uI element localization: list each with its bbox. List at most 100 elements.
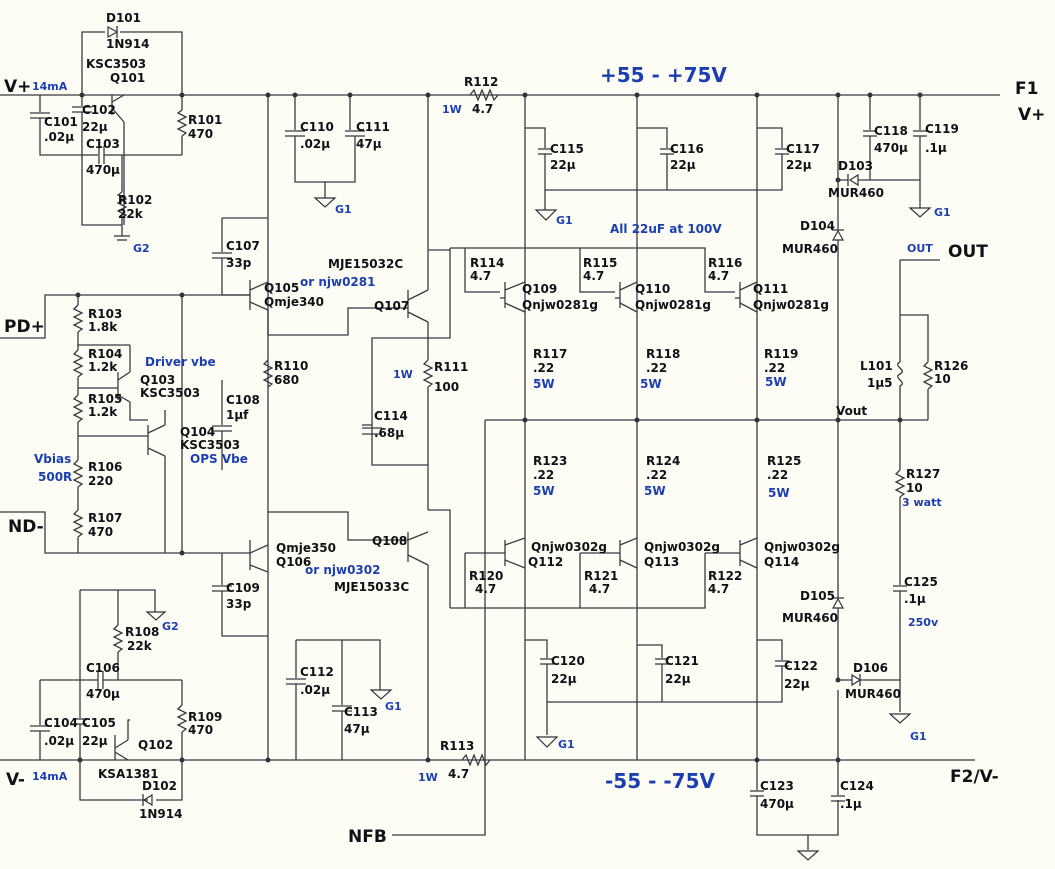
d106-ref: D106 — [853, 661, 888, 675]
neg-voltage-label: -55 - -75V — [605, 769, 715, 793]
r125-value: .22 — [767, 468, 788, 482]
r103-value: 1.8k — [88, 320, 118, 334]
ground-g1-label: G1 — [934, 206, 951, 219]
vbias-note: Vbias — [34, 452, 71, 466]
l101-ref: L101 — [860, 359, 893, 373]
d105-value: MUR460 — [782, 611, 838, 625]
r112-watt: 1W — [442, 103, 462, 116]
c107-value: 33p — [226, 256, 252, 270]
ops-vbe-note: OPS Vbe — [190, 452, 248, 466]
r117-wattage: 5W — [533, 377, 555, 391]
q112-value: Qnjw0302g — [531, 540, 607, 554]
r127-ref: R127 — [906, 467, 940, 481]
l101-value: 1µ5 — [867, 376, 893, 390]
ground-g2-label: G2 — [162, 620, 179, 633]
r116-value: 4.7 — [708, 269, 729, 283]
r124-wattage: 5W — [644, 484, 666, 498]
pos-rail-label: V+ — [4, 77, 31, 97]
q113-value: Qnjw0302g — [644, 540, 720, 554]
r119-value: .22 — [764, 361, 785, 375]
nfb-port: NFB — [348, 827, 387, 847]
nd-port: ND- — [8, 517, 44, 537]
r106-value: 220 — [88, 474, 113, 488]
c113-value: 47µ — [344, 722, 370, 736]
q102-value: KSA1381 — [98, 767, 159, 781]
lower-output-stage — [392, 350, 928, 836]
r110-ref: R110 — [274, 359, 308, 373]
r113-value: 4.7 — [448, 767, 469, 781]
c101-ref: C101 — [44, 115, 78, 129]
ground-g1-label: G1 — [910, 730, 927, 743]
d101-value: 1N914 — [106, 37, 149, 51]
r115-value: 4.7 — [583, 269, 604, 283]
out-port: OUT — [948, 242, 988, 262]
r121-ref: R121 — [584, 569, 618, 583]
c101-value: .02µ — [44, 130, 74, 144]
c114-value: .68µ — [374, 426, 404, 440]
r101-ref: R101 — [188, 113, 222, 127]
r119-ref: R119 — [764, 347, 798, 361]
q108-ref: Q108 — [372, 534, 407, 548]
neg-rail-label: V- — [6, 770, 25, 790]
q105-value: Qmje340 — [264, 295, 324, 309]
c103-ref: C103 — [86, 137, 120, 151]
q114-value: Qnjw0302g — [764, 540, 840, 554]
q108-value: MJE15033C — [334, 580, 409, 594]
r114-ref: R114 — [470, 256, 504, 270]
c110-c111 — [285, 95, 365, 208]
d101-ref: D101 — [106, 11, 141, 25]
r117-ref: R117 — [533, 347, 567, 361]
c116-ref: C116 — [670, 142, 704, 156]
c103-value: 470µ — [86, 163, 120, 177]
junction-dots — [75, 92, 923, 763]
r117-value: .22 — [533, 361, 554, 375]
r109-value: 470 — [188, 723, 213, 737]
ground-g1-label: G1 — [556, 214, 573, 227]
r126-value: 10 — [934, 372, 951, 386]
q102-section — [30, 589, 188, 807]
c122-value: 22µ — [784, 677, 810, 691]
vout-label: Vout — [836, 404, 867, 418]
component-labels: D1011N914Q101KSC3503C101.02µC10222µC1034… — [44, 11, 968, 821]
c124-value: .1µ — [840, 797, 862, 811]
c117-value: 22µ — [786, 158, 812, 172]
r112-ref: R112 — [464, 75, 498, 89]
d105-ref: D105 — [800, 589, 835, 603]
d104-value: MUR460 — [782, 242, 838, 256]
r116-ref: R116 — [708, 256, 742, 270]
c116-value: 22µ — [670, 158, 696, 172]
c114-ref: C114 — [374, 409, 408, 423]
c106-value: 470µ — [86, 687, 120, 701]
f1-label: F1 — [1015, 79, 1038, 99]
r118-wattage: 5W — [640, 377, 662, 391]
ground-g2-label: G2 — [133, 242, 150, 255]
c123-value: 470µ — [760, 797, 794, 811]
neg-rail-current: 14mA — [32, 770, 68, 783]
r124-ref: R124 — [646, 454, 680, 468]
c118-value: 470µ — [874, 141, 908, 155]
c119-value: .1µ — [925, 141, 947, 155]
q109-value: Qnjw0281g — [522, 298, 598, 312]
c112-c113 — [286, 639, 393, 760]
f1-vplus-label: V+ — [1018, 105, 1045, 125]
c112-ref: C112 — [300, 665, 334, 679]
c105-ref: C105 — [82, 716, 116, 730]
c109-value: 33p — [226, 597, 252, 611]
q101-section — [30, 25, 188, 241]
r120-ref: R120 — [469, 569, 503, 583]
q110-value: Qnjw0281g — [635, 298, 711, 312]
r119-wattage: 5W — [765, 375, 787, 389]
q111-ref: Q111 — [753, 282, 788, 296]
r118-value: .22 — [646, 361, 667, 375]
c121-ref: C121 — [665, 654, 699, 668]
r125-ref: R125 — [767, 454, 801, 468]
r105-ref: R105 — [88, 392, 122, 406]
c115-value: 22µ — [550, 158, 576, 172]
r120-value: 4.7 — [475, 582, 496, 596]
pos-voltage-label: +55 - +75V — [600, 63, 727, 87]
out-small-label: OUT — [907, 242, 933, 255]
q106alt-value: or njw0302 — [305, 563, 380, 577]
c122-ref: C122 — [784, 659, 818, 673]
